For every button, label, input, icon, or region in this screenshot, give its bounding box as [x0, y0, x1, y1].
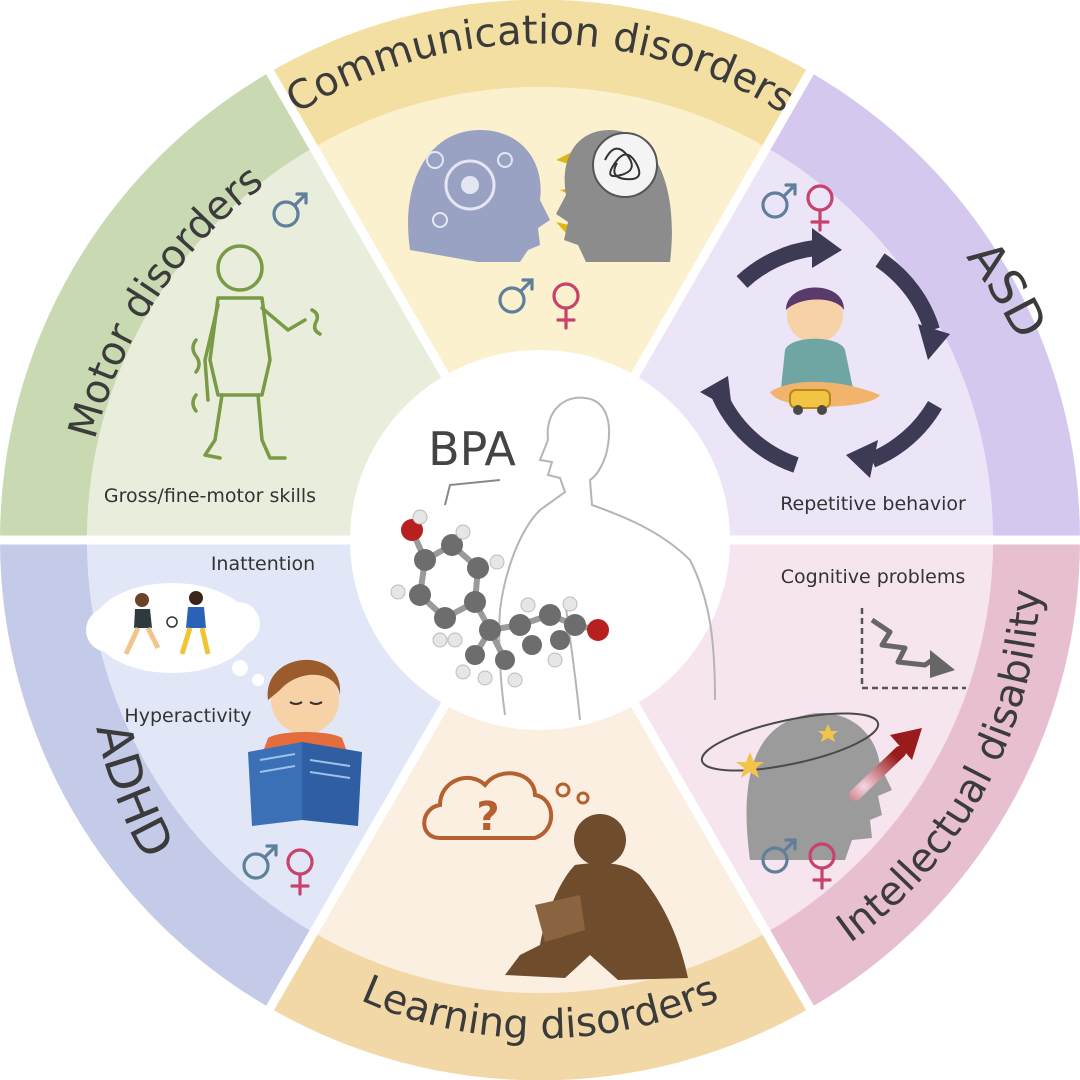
playing-child-icon: [770, 287, 880, 415]
gear-head-icon: [408, 130, 550, 262]
human-outline-icon: [498, 396, 716, 721]
dizzy-head-icon: [700, 712, 892, 860]
cycle-arrowheads-icon: [700, 228, 950, 478]
communication-illustration: [408, 130, 672, 262]
trembling-person-icon: [191, 244, 322, 460]
svg-text:?: ?: [476, 794, 499, 840]
center-circle: BPA: [350, 350, 730, 730]
bpa-label: BPA: [428, 422, 516, 476]
female-symbol: [808, 842, 836, 890]
asd-illustration: [700, 228, 950, 478]
male-symbol: [242, 844, 278, 880]
male-symbol: [498, 278, 534, 314]
soccer-dream-cloud-icon: [86, 583, 264, 686]
tangled-head-icon: [556, 130, 672, 262]
soccer-player-icon: [123, 593, 161, 656]
rising-arrow-icon: [849, 728, 922, 801]
female-symbol: [286, 848, 314, 896]
segment-learning-inner: [313, 540, 767, 994]
male-symbol: [272, 192, 308, 228]
soccer-ball-icon: [166, 616, 178, 628]
question-thought-cloud-icon: ?: [422, 771, 590, 840]
declining-trend-icon: [860, 608, 966, 690]
caption-cognitive-problems: Cognitive problems: [781, 566, 966, 588]
motor-illustration: [191, 244, 322, 460]
female-symbol: [806, 184, 834, 232]
caption-repetitive-behavior: Repetitive behavior: [780, 493, 966, 515]
caption-gross-fine-motor-skills: Gross/fine-motor skills: [104, 485, 316, 507]
male-symbol: [761, 183, 797, 219]
learning-illustration: ?: [422, 771, 688, 980]
reading-child-icon: [248, 659, 362, 826]
soccer-player-icon: [179, 591, 211, 655]
caption-hyperactivity: Hyperactivity: [124, 705, 251, 727]
caption-inattention: Inattention: [211, 553, 315, 575]
reading-child-silhouette-icon: [505, 814, 688, 980]
female-symbol: [552, 282, 580, 330]
bpa-pointer-line: [444, 479, 501, 506]
bpa-molecule-icon: [390, 509, 609, 688]
male-symbol: [761, 838, 797, 874]
